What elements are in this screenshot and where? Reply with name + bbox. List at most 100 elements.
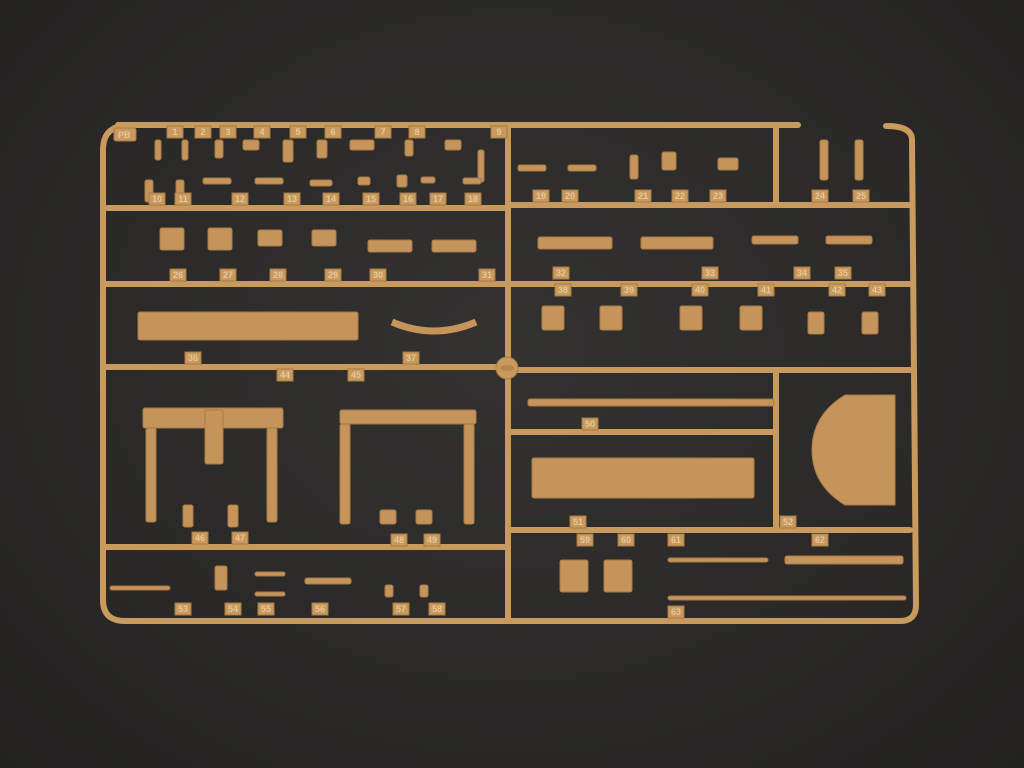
kit-part	[349, 139, 375, 151]
part-number-tag: 10	[148, 192, 166, 206]
kit-part	[357, 176, 371, 186]
part-number-tag: 35	[834, 266, 852, 280]
part-number-tag: 26	[169, 268, 187, 282]
part-number: 25	[856, 191, 866, 201]
kit-part	[751, 235, 799, 245]
part-number: 55	[261, 604, 271, 614]
kit-part	[415, 509, 433, 525]
part-number-tag: 33	[701, 266, 719, 280]
part-number-tag: 46	[191, 531, 209, 545]
left-crossbars	[103, 205, 509, 550]
part-number: 15	[366, 194, 376, 204]
kit-part	[603, 559, 633, 593]
kit-part	[819, 139, 829, 181]
part-number-tag: 7	[374, 125, 392, 139]
part-number-tag: 40	[691, 283, 709, 297]
part-number-tag: 6	[324, 125, 342, 139]
part-number: 26	[173, 270, 183, 280]
kit-part	[159, 227, 185, 251]
part-number-tag: 14	[322, 192, 340, 206]
part-number: 32	[556, 268, 566, 278]
part-number: 42	[832, 285, 842, 295]
part-number: 43	[872, 285, 882, 295]
kit-part	[311, 229, 337, 247]
semicircular-plate-part	[811, 394, 896, 506]
kit-part	[431, 239, 477, 253]
part-number: 14	[326, 194, 336, 204]
part-number-tag: 8	[408, 125, 426, 139]
part-number-tag: 1	[166, 125, 184, 139]
kit-part	[182, 504, 194, 528]
part-number-tag: 18	[464, 192, 482, 206]
part-number-tag: 52	[779, 515, 797, 529]
part-number: 1	[172, 127, 177, 137]
kit-part	[717, 157, 739, 171]
part-number: 57	[396, 604, 406, 614]
kit-part	[599, 305, 623, 331]
part-number: 9	[496, 127, 501, 137]
part-number: 58	[432, 604, 442, 614]
kit-part	[559, 559, 589, 593]
kit-part	[214, 139, 224, 159]
part-number-tag: 3	[219, 125, 237, 139]
part-number: 16	[403, 194, 413, 204]
part-number: 33	[705, 268, 715, 278]
part-number-tag: 9	[490, 125, 508, 139]
kit-part	[854, 139, 864, 181]
part-number-tag: 24	[811, 189, 829, 203]
part-number-tag: 11	[174, 192, 192, 206]
part-number: 29	[328, 270, 338, 280]
part-number-tag: 37	[402, 351, 420, 365]
part-number-tag: 36	[184, 351, 202, 365]
kit-part	[379, 509, 397, 525]
part-number-tag: 48	[390, 533, 408, 547]
kit-part	[661, 151, 677, 171]
kit-part	[154, 139, 162, 161]
part-number-tag: 54	[224, 602, 242, 616]
part-number-tag: 20	[561, 189, 579, 203]
part-number: 38	[558, 285, 568, 295]
part-number-tag: 12	[231, 192, 249, 206]
part-number: 7	[380, 127, 385, 137]
part-number: 54	[228, 604, 238, 614]
part-number-tag: 29	[324, 268, 342, 282]
part-number: 59	[580, 535, 590, 545]
part-number-tag: 55	[257, 602, 275, 616]
kit-part	[527, 398, 775, 407]
part-number: 3	[225, 127, 230, 137]
kit-part	[861, 311, 879, 335]
part-number-tag: 4	[253, 125, 271, 139]
part-number-tag: 56	[311, 602, 329, 616]
part-number-tag: 27	[219, 268, 237, 282]
part-number: 8	[414, 127, 419, 137]
kit-part	[419, 584, 429, 598]
part-number: 28	[273, 270, 283, 280]
part-number: 41	[761, 285, 771, 295]
kit-part	[367, 239, 413, 253]
part-number: 24	[815, 191, 825, 201]
part-number: 52	[783, 517, 793, 527]
kit-part	[640, 236, 714, 250]
part-number: 19	[536, 191, 546, 201]
kit-part	[137, 311, 359, 341]
part-number: 49	[427, 535, 437, 545]
part-number: 34	[797, 268, 807, 278]
kit-part	[181, 139, 189, 161]
part-number: 18	[468, 194, 478, 204]
part-number: 63	[671, 607, 681, 617]
part-number: 51	[573, 517, 583, 527]
kit-part	[266, 427, 278, 523]
part-number: 10	[152, 194, 162, 204]
kit-part	[531, 457, 755, 499]
part-number: 27	[223, 270, 233, 280]
kit-part	[420, 176, 436, 184]
part-number: 44	[280, 370, 290, 380]
part-number: 40	[695, 285, 705, 295]
part-number: 5	[295, 127, 300, 137]
part-number-tag: 57	[392, 602, 410, 616]
part-number: 23	[713, 191, 723, 201]
kit-part	[204, 409, 224, 465]
part-number: 56	[315, 604, 325, 614]
kit-part	[629, 154, 639, 180]
